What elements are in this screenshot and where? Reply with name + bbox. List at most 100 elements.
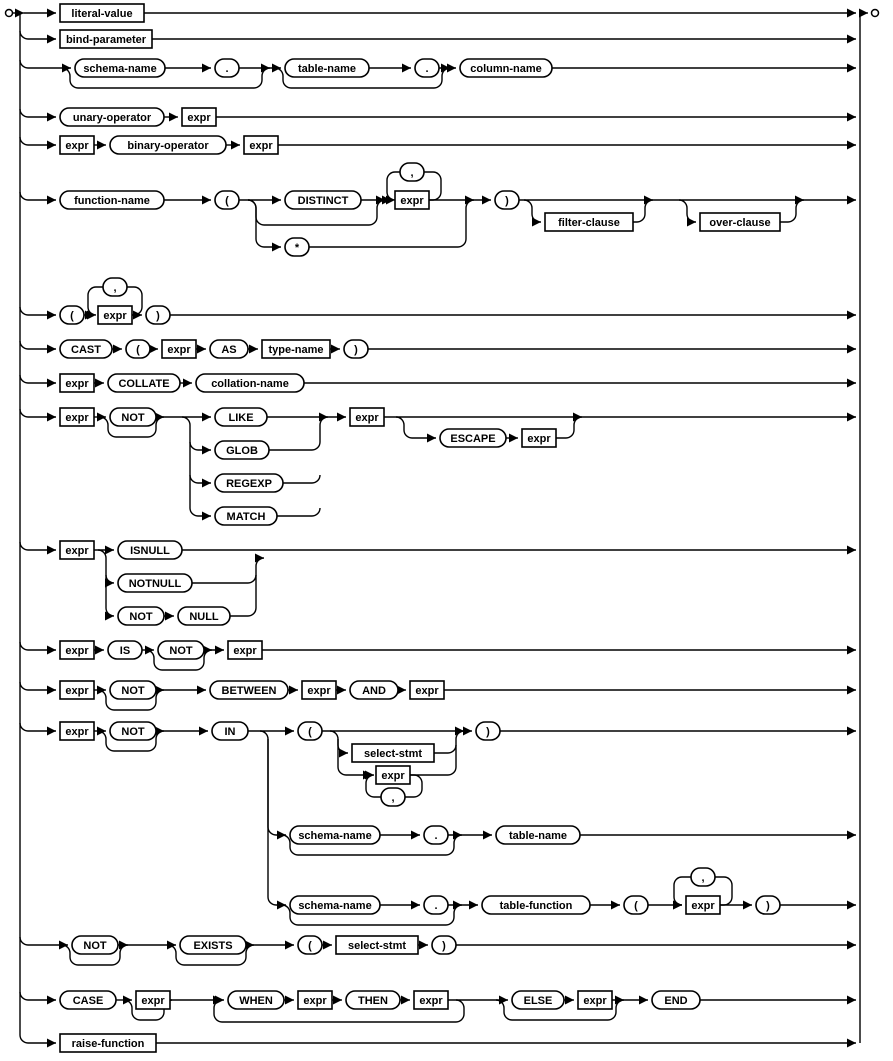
svg-text:): ) bbox=[354, 344, 358, 356]
node-expr[interactable]: expr bbox=[59, 540, 95, 560]
node-escape: ESCAPE bbox=[439, 428, 507, 448]
node-schema-name: schema-name bbox=[289, 825, 381, 845]
entry-terminal-dot bbox=[4, 8, 14, 18]
svg-text:expr: expr bbox=[419, 995, 443, 1007]
node-bind-parameter[interactable]: bind-parameter bbox=[59, 29, 153, 49]
node-table-name: table-name bbox=[284, 58, 370, 78]
node-regexp: REGEXP bbox=[214, 473, 284, 493]
node-expr[interactable]: expr bbox=[59, 373, 95, 393]
svg-text:(: ( bbox=[634, 900, 638, 912]
svg-text:(: ( bbox=[70, 310, 74, 322]
node-rparen: ) bbox=[343, 339, 369, 359]
svg-text:literal-value: literal-value bbox=[71, 8, 132, 20]
node-lparen: ( bbox=[125, 339, 151, 359]
node-expr[interactable]: expr bbox=[301, 680, 337, 700]
node-expr[interactable]: expr bbox=[59, 640, 95, 660]
svg-text:AND: AND bbox=[362, 685, 386, 697]
node-expr[interactable]: expr bbox=[409, 680, 445, 700]
node-exists: EXISTS bbox=[179, 935, 247, 955]
svg-text:expr: expr bbox=[65, 645, 89, 657]
node-dot: . bbox=[214, 58, 240, 78]
node-not: NOT bbox=[109, 721, 157, 741]
svg-text:binary-operator: binary-operator bbox=[127, 140, 209, 152]
node-then: THEN bbox=[345, 990, 401, 1010]
svg-text:NOT: NOT bbox=[83, 940, 107, 952]
node-expr[interactable]: expr bbox=[297, 990, 333, 1010]
svg-text:.: . bbox=[225, 63, 228, 75]
node-expr[interactable]: expr bbox=[394, 190, 430, 210]
svg-text:filter-clause: filter-clause bbox=[558, 217, 620, 229]
svg-text:expr: expr bbox=[691, 900, 715, 912]
node-dot: . bbox=[423, 895, 449, 915]
node-expr[interactable]: expr bbox=[413, 990, 449, 1010]
node-expr[interactable]: expr bbox=[227, 640, 263, 660]
svg-text:): ) bbox=[156, 310, 160, 322]
node-case: CASE bbox=[59, 990, 117, 1010]
svg-text:.: . bbox=[434, 900, 437, 912]
node-literal-value[interactable]: literal-value bbox=[59, 3, 145, 23]
node-expr[interactable]: expr bbox=[97, 305, 133, 325]
svg-text:NOT: NOT bbox=[121, 726, 145, 738]
svg-text:expr: expr bbox=[167, 344, 191, 356]
svg-text:REGEXP: REGEXP bbox=[226, 478, 272, 490]
svg-text:): ) bbox=[486, 726, 490, 738]
node-in: IN bbox=[211, 721, 249, 741]
node-as: AS bbox=[209, 339, 249, 359]
svg-text:expr: expr bbox=[249, 140, 273, 152]
svg-text:ISNULL: ISNULL bbox=[130, 545, 170, 557]
svg-text:unary-operator: unary-operator bbox=[73, 112, 152, 124]
node-isnull: ISNULL bbox=[117, 540, 183, 560]
node-rparen: ) bbox=[494, 190, 520, 210]
svg-text:type-name: type-name bbox=[268, 344, 323, 356]
node-not: NOT bbox=[109, 680, 157, 700]
node-comma: , bbox=[690, 867, 716, 887]
node-cast: CAST bbox=[59, 339, 113, 359]
node-else: ELSE bbox=[511, 990, 565, 1010]
svg-text:NOTNULL: NOTNULL bbox=[129, 578, 182, 590]
svg-text:expr: expr bbox=[65, 685, 89, 697]
node-expr[interactable]: expr bbox=[521, 428, 557, 448]
node-lparen: ( bbox=[214, 190, 240, 210]
svg-text:END: END bbox=[664, 995, 687, 1007]
svg-text:expr: expr bbox=[65, 545, 89, 557]
node-over-clause[interactable]: over-clause bbox=[699, 212, 781, 232]
svg-text:THEN: THEN bbox=[358, 995, 388, 1007]
node-glob: GLOB bbox=[214, 440, 270, 460]
node-raise-function[interactable]: raise-function bbox=[59, 1033, 157, 1053]
node-expr[interactable]: expr bbox=[243, 135, 279, 155]
node-select-stmt[interactable]: select-stmt bbox=[351, 743, 435, 763]
node-expr[interactable]: expr bbox=[349, 407, 385, 427]
node-binary-operator: binary-operator bbox=[109, 135, 227, 155]
node-expr[interactable]: expr bbox=[161, 339, 197, 359]
node-collate: COLLATE bbox=[107, 373, 181, 393]
node-expr[interactable]: expr bbox=[577, 990, 613, 1010]
node-expr[interactable]: expr bbox=[59, 680, 95, 700]
svg-text:expr: expr bbox=[583, 995, 607, 1007]
node-expr[interactable]: expr bbox=[375, 765, 411, 785]
svg-text:MATCH: MATCH bbox=[227, 511, 266, 523]
node-like: LIKE bbox=[214, 407, 268, 427]
node-notnull: NOTNULL bbox=[117, 573, 193, 593]
svg-text:expr: expr bbox=[187, 112, 211, 124]
node-expr[interactable]: expr bbox=[59, 135, 95, 155]
node-expr[interactable]: expr bbox=[685, 895, 721, 915]
svg-text:expr: expr bbox=[527, 433, 551, 445]
svg-text:raise-function: raise-function bbox=[72, 1038, 145, 1050]
svg-text:column-name: column-name bbox=[470, 63, 542, 75]
svg-text:DISTINCT: DISTINCT bbox=[298, 195, 349, 207]
node-filter-clause[interactable]: filter-clause bbox=[544, 212, 634, 232]
svg-text:ESCAPE: ESCAPE bbox=[450, 433, 495, 445]
node-expr[interactable]: expr bbox=[59, 407, 95, 427]
node-expr[interactable]: expr bbox=[181, 107, 217, 127]
svg-text:expr: expr bbox=[400, 195, 424, 207]
node-type-name[interactable]: type-name bbox=[261, 339, 331, 359]
node-comma: , bbox=[380, 787, 406, 807]
node-expr[interactable]: expr bbox=[135, 990, 171, 1010]
svg-text:GLOB: GLOB bbox=[226, 445, 258, 457]
node-expr[interactable]: expr bbox=[59, 721, 95, 741]
node-when: WHEN bbox=[227, 990, 285, 1010]
node-select-stmt[interactable]: select-stmt bbox=[335, 935, 419, 955]
node-lparen: ( bbox=[623, 895, 649, 915]
svg-text:bind-parameter: bind-parameter bbox=[66, 34, 147, 46]
